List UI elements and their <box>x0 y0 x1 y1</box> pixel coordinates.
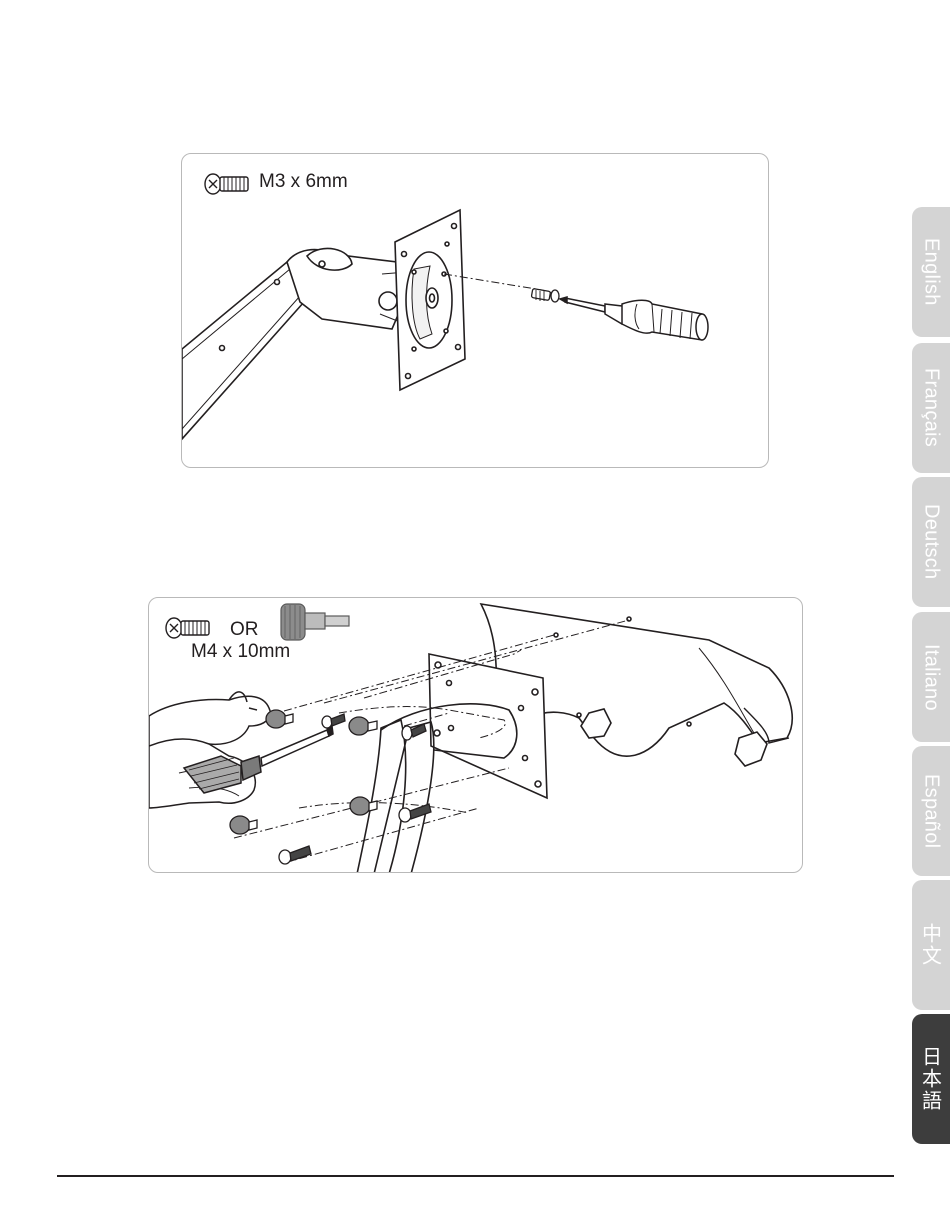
tab-label: English <box>920 238 943 306</box>
tab-francais[interactable]: Français <box>912 343 950 473</box>
hands-with-screwdriver <box>149 692 333 808</box>
phillips-screw-icon <box>166 618 209 638</box>
tab-label: Italiano <box>920 644 943 711</box>
vesa-mounting-plate <box>395 210 465 390</box>
or-label: OR <box>230 620 259 639</box>
tab-label: 日本語 <box>917 1046 946 1112</box>
tab-label: 中文 <box>917 923 946 967</box>
screw-size-label: M4 x 10mm <box>191 642 290 661</box>
screw-size-label: M3 x 6mm <box>259 172 348 191</box>
m3-screw <box>531 288 559 302</box>
vesa-mounting-plate <box>429 654 547 798</box>
monitor-arm-vesa-plate-drawing <box>182 154 769 468</box>
tab-label: Deutsch <box>920 504 943 579</box>
thumb-screw-icon <box>281 604 349 640</box>
tab-espanol[interactable]: Español <box>912 746 950 876</box>
step-2-illustration-panel: OR M4 x 10mm <box>148 597 803 873</box>
phillips-screws <box>279 714 431 864</box>
tab-label: Español <box>920 774 943 848</box>
tab-label: Français <box>920 368 943 447</box>
tab-japanese[interactable]: 日本語 <box>912 1014 950 1144</box>
footer-divider <box>57 1175 894 1177</box>
language-tab-bar: English Français Deutsch Italiano Españo… <box>912 0 950 1229</box>
tab-deutsch[interactable]: Deutsch <box>912 477 950 607</box>
step-1-illustration-panel: M3 x 6mm <box>181 153 769 468</box>
screwdriver-icon <box>560 297 708 340</box>
tab-chinese[interactable]: 中文 <box>912 880 950 1010</box>
tab-italiano[interactable]: Italiano <box>912 612 950 742</box>
monitor-arm <box>182 248 407 439</box>
phillips-screw-icon <box>205 174 248 194</box>
tab-english[interactable]: English <box>912 207 950 337</box>
